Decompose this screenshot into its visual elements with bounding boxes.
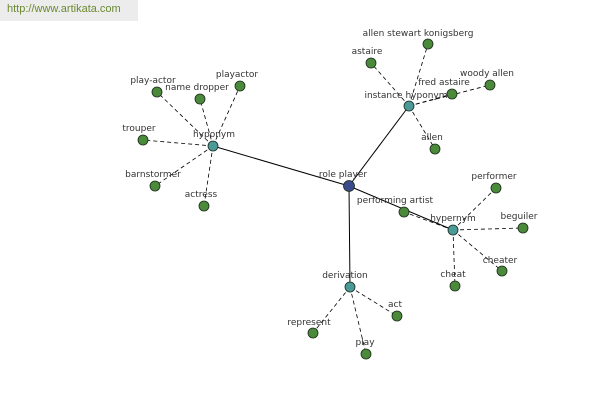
leaf-label-act: act <box>388 300 402 310</box>
edge-hyponym-name-dropper <box>199 98 214 147</box>
leaf-node-name-dropper[interactable] <box>194 93 206 105</box>
leaf-label-woody-allen: woody allen <box>460 69 514 79</box>
edge-derivation-play <box>349 286 367 355</box>
leaf-node-astaire[interactable] <box>365 57 377 69</box>
leaf-label-allen: allen <box>421 133 443 143</box>
leaf-node-trouper[interactable] <box>137 134 149 146</box>
edge-hypernym-beguiler <box>452 227 524 231</box>
hub-label-hyponym: hyponym <box>193 130 235 140</box>
edge-instance-hyponym-allen <box>408 105 436 150</box>
watermark-link[interactable]: http://www.artikata.com <box>7 3 121 15</box>
edge-hypernym-performer <box>452 187 497 231</box>
edge-center-hyponym <box>212 145 350 187</box>
leaf-node-fred-astaire[interactable] <box>446 88 458 100</box>
leaf-label-actress: actress <box>185 190 218 200</box>
leaf-label-performer: performer <box>471 172 516 182</box>
leaf-node-performing-artist[interactable] <box>398 206 410 218</box>
edge-instance-hyponym-astaire <box>370 62 410 107</box>
leaf-label-play: play <box>355 338 375 348</box>
leaf-node-play[interactable] <box>360 348 372 360</box>
leaf-node-act[interactable] <box>391 310 403 322</box>
leaf-node-beguiler[interactable] <box>517 222 529 234</box>
leaf-label-name-dropper: name dropper <box>165 83 229 93</box>
leaf-label-cheat: cheat <box>440 270 466 280</box>
edge-hyponym-play-actor <box>156 91 214 147</box>
center-node-role-player[interactable] <box>343 180 355 192</box>
edge-derivation-act <box>349 286 398 317</box>
edge-hyponym-actress <box>203 145 214 207</box>
edge-center-instance-hyponym <box>348 105 410 187</box>
edge-hyponym-trouper <box>142 139 214 147</box>
leaf-label-performing-artist: performing artist <box>357 196 434 206</box>
leaf-label-cheater: cheater <box>483 256 518 266</box>
hub-label-instance-hyponym: instance hyponym <box>364 91 447 101</box>
leaf-node-represent[interactable] <box>307 327 319 339</box>
leaf-label-fred-astaire: fred astaire <box>418 78 470 88</box>
hub-node-instance-hyponym[interactable] <box>403 100 415 112</box>
leaf-label-represent: represent <box>287 318 331 328</box>
leaf-node-actress[interactable] <box>198 200 210 212</box>
edge-hypernym-performing-artist <box>403 211 454 231</box>
center-label-role-player: role player <box>319 170 367 180</box>
edge-hyponym-playactor <box>212 85 241 147</box>
edge-derivation-represent <box>312 286 351 334</box>
hub-label-hypernym: hypernym <box>430 214 476 224</box>
leaf-node-cheat[interactable] <box>449 280 461 292</box>
hub-node-derivation[interactable] <box>344 281 356 293</box>
leaf-label-barnstormer: barnstormer <box>125 170 181 180</box>
nodes-layer <box>137 38 529 360</box>
edge-center-derivation <box>348 185 351 288</box>
leaf-label-trouper: trouper <box>122 124 155 134</box>
edge-instance-hyponym-allen-stewart-konigsberg <box>408 43 429 107</box>
hub-label-derivation: derivation <box>322 271 368 281</box>
leaf-node-performer[interactable] <box>490 182 502 194</box>
leaf-node-barnstormer[interactable] <box>149 180 161 192</box>
leaf-node-allen-stewart-konigsberg[interactable] <box>422 38 434 50</box>
watermark: http://www.artikata.com <box>0 0 138 21</box>
leaf-node-cheater[interactable] <box>496 265 508 277</box>
leaf-label-play-actor: play-actor <box>130 76 176 86</box>
leaf-node-woody-allen[interactable] <box>484 79 496 91</box>
edge-hyponym-barnstormer <box>154 145 214 187</box>
hub-node-hyponym[interactable] <box>207 140 219 152</box>
leaf-label-playactor: playactor <box>216 70 259 80</box>
edge-hypernym-cheater <box>452 229 503 272</box>
leaf-node-playactor[interactable] <box>234 80 246 92</box>
leaf-label-allen-stewart-konigsberg: allen stewart konigsberg <box>363 29 474 39</box>
leaf-node-allen[interactable] <box>429 143 441 155</box>
edges-layer <box>142 43 524 355</box>
leaf-label-astaire: astaire <box>352 47 383 57</box>
hub-node-hypernym[interactable] <box>447 224 459 236</box>
leaf-node-play-actor[interactable] <box>151 86 163 98</box>
leaf-label-beguiler: beguiler <box>501 212 538 222</box>
edge-hypernym-cheat <box>452 229 456 287</box>
